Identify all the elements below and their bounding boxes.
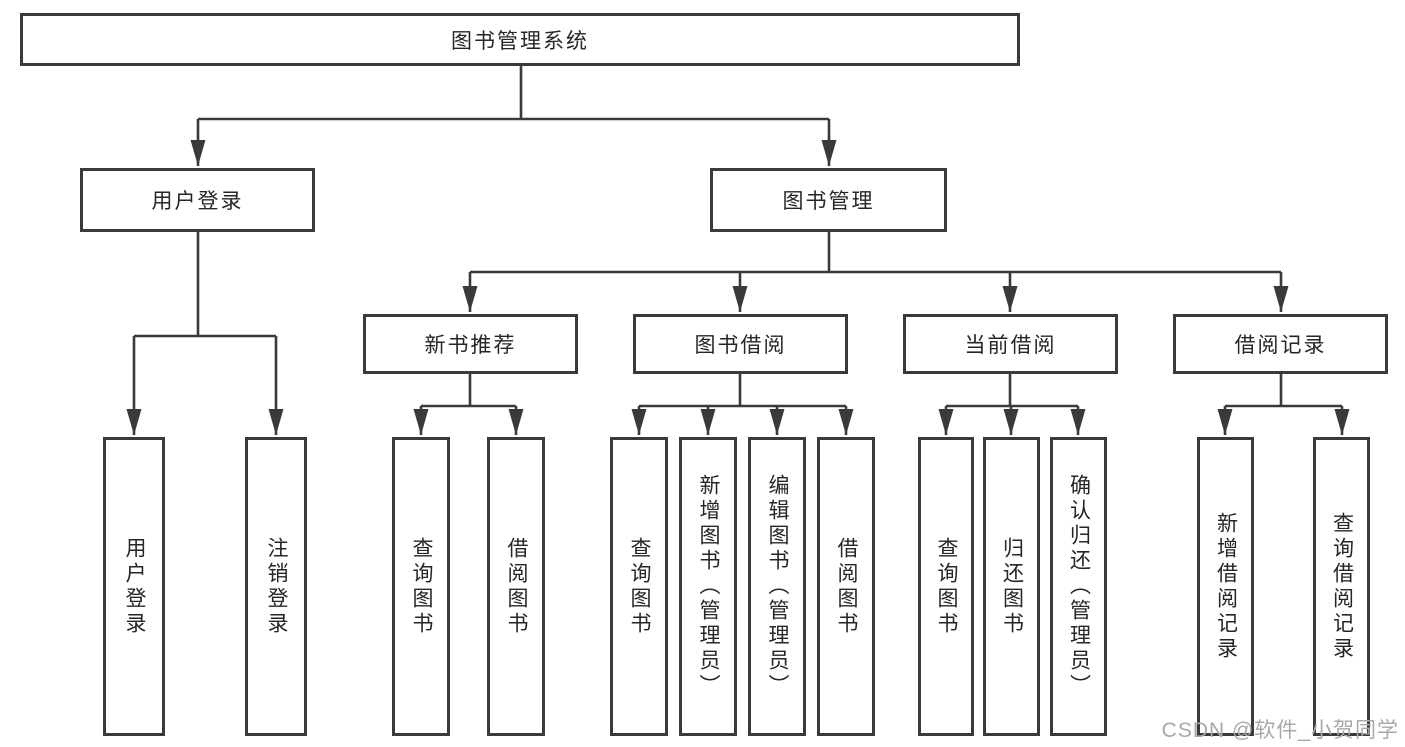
connector-user-login bbox=[126, 232, 284, 435]
node-borrow-records: 借阅记录 bbox=[1173, 314, 1388, 374]
node-new-book-recommend: 新书推荐 bbox=[363, 314, 578, 374]
connector-book-borrow bbox=[631, 374, 854, 435]
node-library-system: 图书管理系统 bbox=[20, 13, 1020, 66]
connector-new-book-recommend bbox=[413, 374, 524, 435]
leaf-query-borrow-record: 查询借阅记录 bbox=[1313, 437, 1370, 736]
node-user-login: 用户登录 bbox=[80, 168, 315, 232]
leaf-query-books-current: 查询图书 bbox=[918, 437, 974, 736]
connector-root bbox=[190, 66, 837, 166]
leaf-add-borrow-record: 新增借阅记录 bbox=[1197, 437, 1254, 736]
leaf-query-books-recommend: 查询图书 bbox=[392, 437, 450, 736]
connector-borrow-records bbox=[1217, 374, 1350, 435]
leaf-add-books-admin: 新增图书（管理员） bbox=[679, 437, 737, 736]
connector-book-management bbox=[462, 232, 1289, 312]
leaf-borrow-books: 借阅图书 bbox=[817, 437, 875, 736]
leaf-user-login: 用户登录 bbox=[103, 437, 165, 736]
leaf-edit-books-admin: 编辑图书（管理员） bbox=[748, 437, 806, 736]
leaf-query-books-borrow: 查询图书 bbox=[610, 437, 668, 736]
leaf-return-books: 归还图书 bbox=[983, 437, 1040, 736]
connector-current-borrow bbox=[938, 374, 1086, 435]
node-book-borrow: 图书借阅 bbox=[633, 314, 848, 374]
leaf-confirm-return-admin: 确认归还（管理员） bbox=[1050, 437, 1107, 736]
leaf-logout: 注销登录 bbox=[245, 437, 307, 736]
node-book-management: 图书管理 bbox=[710, 168, 947, 232]
node-current-borrow: 当前借阅 bbox=[903, 314, 1118, 374]
leaf-borrow-books-recommend: 借阅图书 bbox=[487, 437, 545, 736]
